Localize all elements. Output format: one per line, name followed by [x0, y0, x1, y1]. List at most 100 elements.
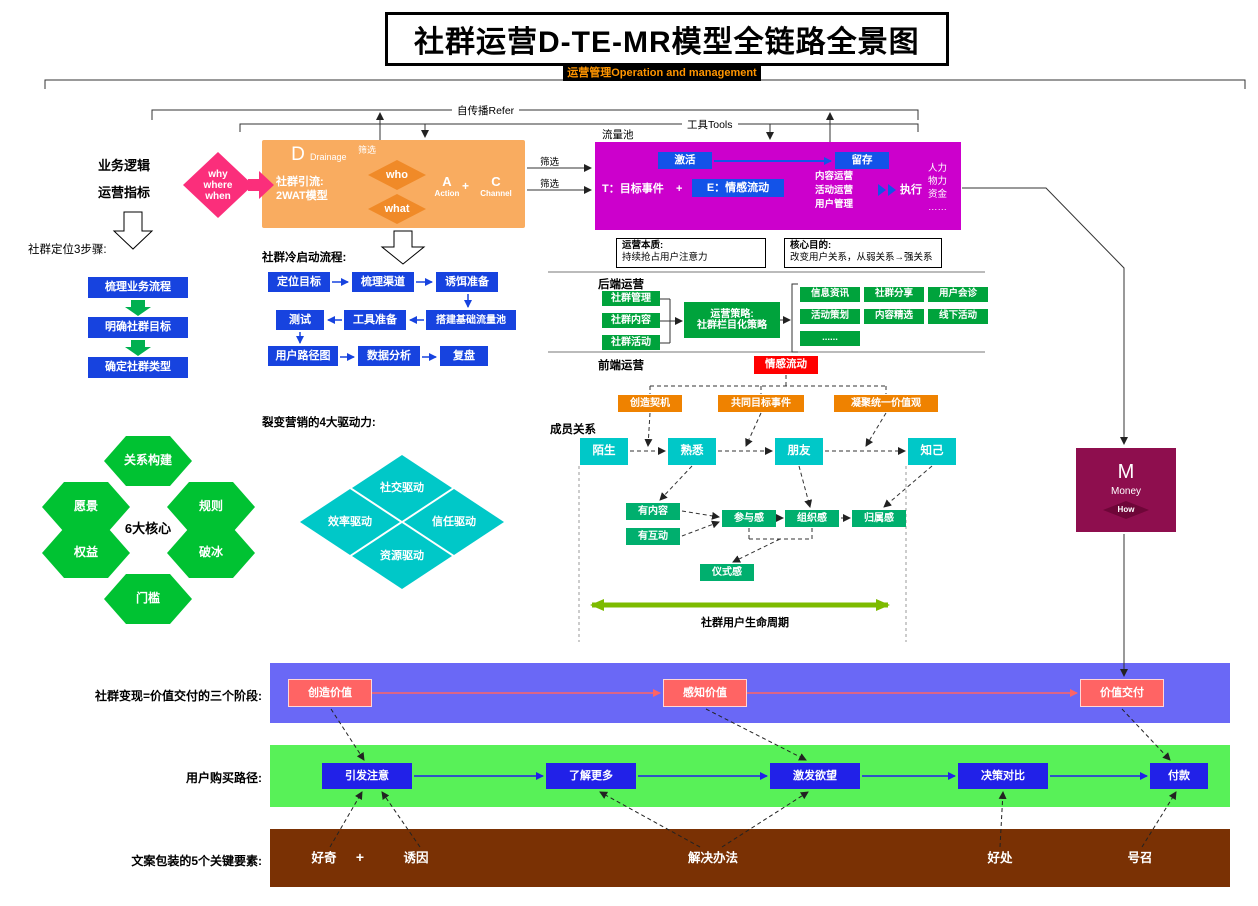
- trigger-box: 凝聚统一价值观: [834, 395, 938, 412]
- purchase-step: 了解更多: [546, 763, 636, 789]
- action-word: Action: [434, 188, 460, 198]
- c-letter: C: [491, 174, 501, 190]
- copy-item: 诱因: [403, 851, 429, 866]
- pool-op-activity: 活动运营: [815, 185, 854, 197]
- filter-top-label: 筛选: [540, 157, 560, 168]
- execute-label: 执行: [900, 183, 922, 196]
- backend-title: 后端运营: [598, 279, 644, 291]
- cold-start-step: 诱饵准备: [436, 272, 498, 292]
- essence-title: 运营本质:: [622, 240, 664, 251]
- cold-start-title: 社群冷启动流程:: [262, 252, 347, 264]
- money-word: Money: [1110, 486, 1141, 497]
- trigger-box: 共同目标事件: [718, 395, 804, 412]
- member-stage: 陌生: [580, 438, 628, 465]
- core-center-label: 6大核心: [124, 520, 172, 536]
- biz-logic-label: 业务逻辑: [98, 158, 151, 173]
- resource-manpower: 人力: [928, 163, 948, 175]
- purchase-step: 决策对比: [958, 763, 1048, 789]
- down-block-arrow-icon: [380, 230, 426, 265]
- lifecycle-label: 社群用户生命周期: [701, 616, 789, 629]
- members-label: 成员关系: [550, 424, 596, 436]
- backend-output: 内容精选: [864, 309, 924, 324]
- pool-op-user: 用户管理: [815, 199, 854, 211]
- monetize-stage: 价值交付: [1080, 679, 1164, 707]
- tools-line: [239, 123, 919, 132]
- a-letter: A: [442, 174, 452, 190]
- essence-body: 持续抢占用户注意力: [622, 252, 708, 264]
- positioning-step: 明确社群目标: [88, 317, 188, 338]
- drainage-word: Drainage: [310, 152, 347, 163]
- member-stage: 熟悉: [668, 438, 716, 465]
- strategy-box: 运营策略: 社群栏目化策略: [684, 302, 780, 338]
- emotion-flow-label: 情感流动: [754, 356, 818, 374]
- copy-item: 号召: [1127, 851, 1153, 866]
- tools-label: 工具Tools: [682, 117, 738, 132]
- retain-box: 留存: [835, 152, 889, 169]
- backend-output: 用户会诊: [928, 287, 988, 302]
- has-interaction-box: 有互动: [626, 528, 680, 545]
- green-down-arrow-icon: [125, 340, 151, 356]
- monetize-stage: 创造价值: [288, 679, 372, 707]
- drainage-plus: +: [462, 179, 470, 194]
- frontend-title: 前端运营: [598, 360, 644, 372]
- ritual-box: 仪式感: [700, 564, 754, 581]
- copy-item: 好处: [987, 851, 1013, 866]
- backend-input: 社群内容: [602, 313, 660, 328]
- trigger-box: 创造契机: [618, 395, 682, 412]
- sense-box: 组织感: [785, 510, 839, 527]
- purpose-note: 核心目的: 改变用户关系，从弱关系→强关系: [784, 238, 942, 268]
- backend-output: ......: [800, 331, 860, 346]
- positioning-step: 梳理业务流程: [88, 277, 188, 298]
- drainage-intro-line1: 社群引流:: [276, 175, 324, 188]
- when-label: when: [205, 190, 231, 202]
- cold-start-step: 梳理渠道: [352, 272, 414, 292]
- purpose-body: 改变用户关系，从弱关系→强关系: [790, 252, 933, 264]
- green-down-arrow-icon: [125, 300, 151, 316]
- copy-bar: [270, 829, 1230, 887]
- refer-line: [151, 109, 919, 120]
- backend-output: 线下活动: [928, 309, 988, 324]
- member-stage: 朋友: [775, 438, 823, 465]
- page-title: 社群运营D-TE-MR模型全链路全景图: [385, 12, 949, 66]
- target-event-label: T：目标事件: [602, 182, 664, 195]
- pink-arrow-icon: [248, 171, 274, 199]
- copy-item: 好奇: [311, 851, 337, 866]
- management-bracket: [44, 79, 1246, 89]
- purpose-title: 核心目的:: [790, 240, 832, 251]
- cold-start-step: 数据分析: [358, 346, 420, 366]
- channel-word: Channel: [480, 188, 512, 198]
- backend-input: 社群管理: [602, 291, 660, 306]
- activate-box: 激活: [658, 152, 712, 169]
- money-content: M Money How: [1076, 448, 1176, 532]
- cold-start-step: 搭建基础流量池: [426, 310, 516, 330]
- purchase-step: 付款: [1150, 763, 1208, 789]
- drainage-letter: D: [291, 143, 305, 165]
- monetize-label: 社群变现=价值交付的三个阶段:: [94, 689, 262, 703]
- positioning-step: 确定社群类型: [88, 357, 188, 378]
- purchase-label: 用户购买路径:: [186, 771, 262, 785]
- resource-material: 物力: [928, 176, 948, 188]
- positioning-title: 社群定位3步骤:: [28, 244, 107, 256]
- backend-output: 社群分享: [864, 287, 924, 302]
- drainage-intro-line2: 2WAT模型: [276, 189, 328, 202]
- backend-output: 活动策划: [800, 309, 860, 324]
- resource-funds: 资金: [928, 189, 948, 201]
- action-label: A Action: [430, 172, 464, 202]
- channel-label: C Channel: [476, 172, 516, 202]
- why-label: why: [208, 168, 228, 180]
- how-diamond: How: [1103, 501, 1149, 519]
- cold-start-step: 复盘: [440, 346, 488, 366]
- pool-op-content: 内容运营: [815, 171, 854, 183]
- ops-metrics-label: 运营指标: [98, 185, 151, 200]
- pool-plus: +: [676, 182, 683, 195]
- resource-more: ……: [928, 202, 947, 214]
- copy-label: 文案包装的5个关键要素:: [131, 854, 262, 868]
- filter-bottom-label: 筛选: [540, 179, 560, 190]
- backend-input: 社群活动: [602, 335, 660, 350]
- fission-title: 裂变营销的4大驱动力:: [262, 417, 376, 429]
- copy-item: 解决办法: [687, 851, 738, 866]
- purchase-step: 引发注意: [322, 763, 412, 789]
- down-block-arrow-icon: [112, 211, 154, 250]
